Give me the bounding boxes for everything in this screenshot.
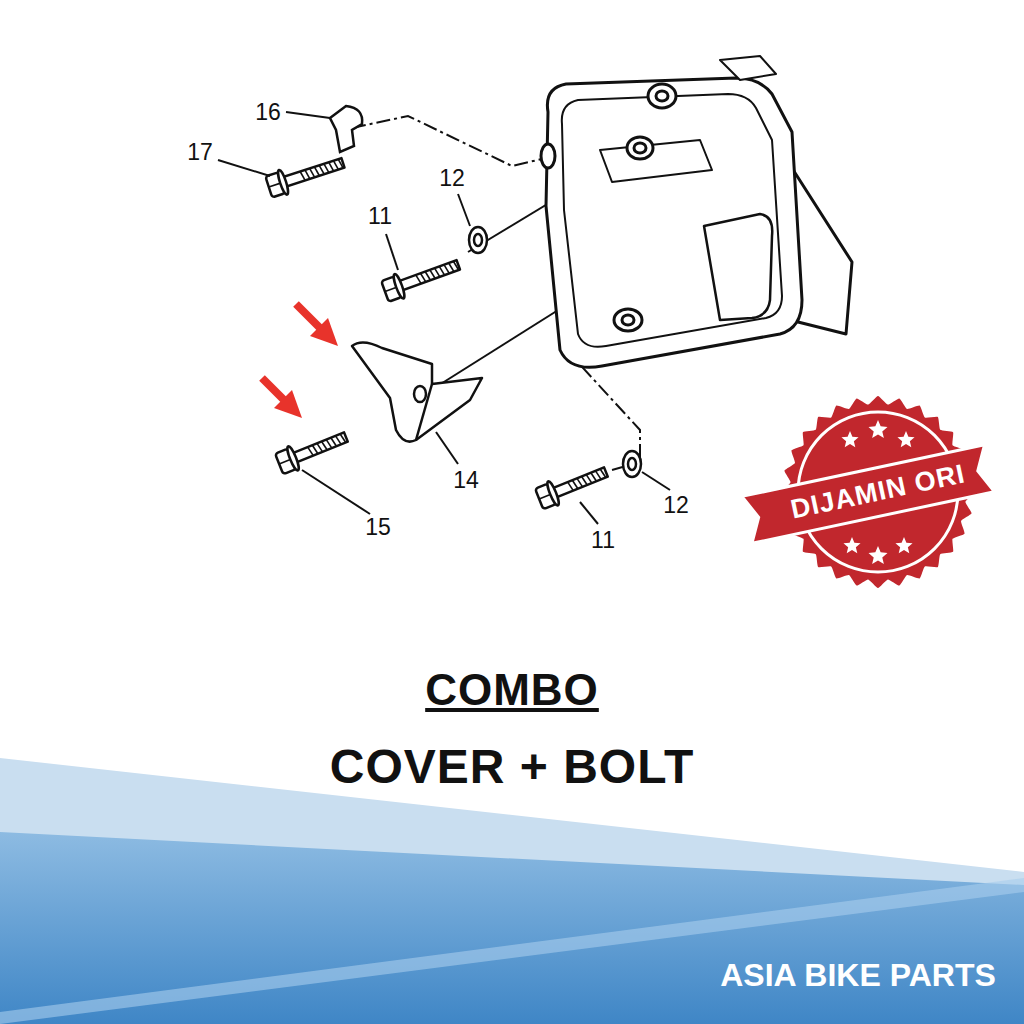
head-cover (541, 56, 852, 367)
callout-number: 12 (663, 492, 689, 519)
red-arrow (262, 304, 338, 418)
band-streak (0, 878, 1024, 1024)
callout-number: 11 (368, 203, 392, 230)
dark-band (0, 832, 1024, 1024)
leader-lines (218, 112, 670, 524)
product-caption: COVER + BOLT (330, 739, 694, 794)
bracket-part (352, 342, 482, 441)
washer-part (469, 227, 641, 477)
combo-heading: COMBO (425, 665, 599, 715)
guarantee-stamp: DIJAMIN ORI (738, 392, 994, 592)
brand-name: ASIA BIKE PARTS (720, 957, 996, 994)
callout-number: 14 (453, 467, 479, 494)
callout-number: 12 (439, 165, 465, 192)
bolt-parts (265, 150, 611, 511)
callout-number: 11 (591, 527, 615, 554)
callout-number: 17 (187, 139, 213, 166)
light-band (0, 758, 1024, 1024)
clip-part (330, 106, 362, 152)
callout-number: 16 (255, 99, 281, 126)
callout-number: 15 (365, 514, 391, 541)
